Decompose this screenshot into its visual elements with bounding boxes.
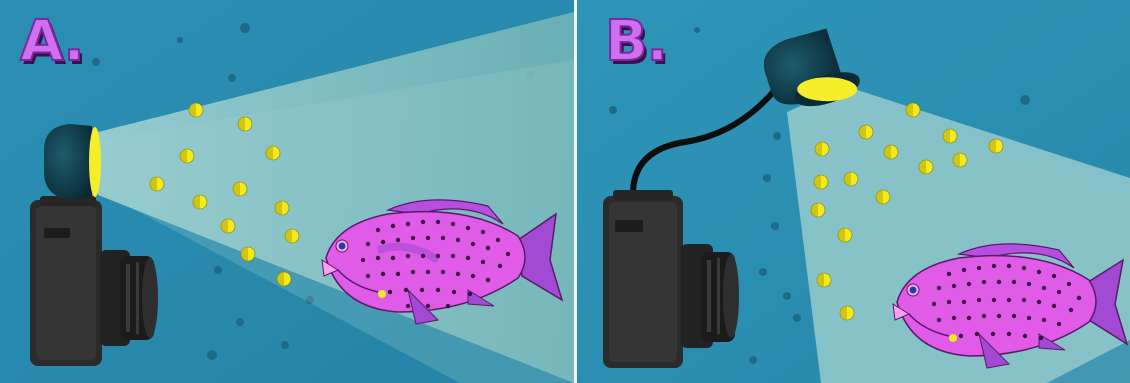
panel-a: A. <box>0 0 574 383</box>
lamp <box>44 124 101 200</box>
panel-b-label: B. <box>605 14 667 70</box>
panel-b: B. <box>577 0 1130 383</box>
panel-a-illustration <box>0 0 574 383</box>
panel-a-label: A. <box>20 14 84 70</box>
